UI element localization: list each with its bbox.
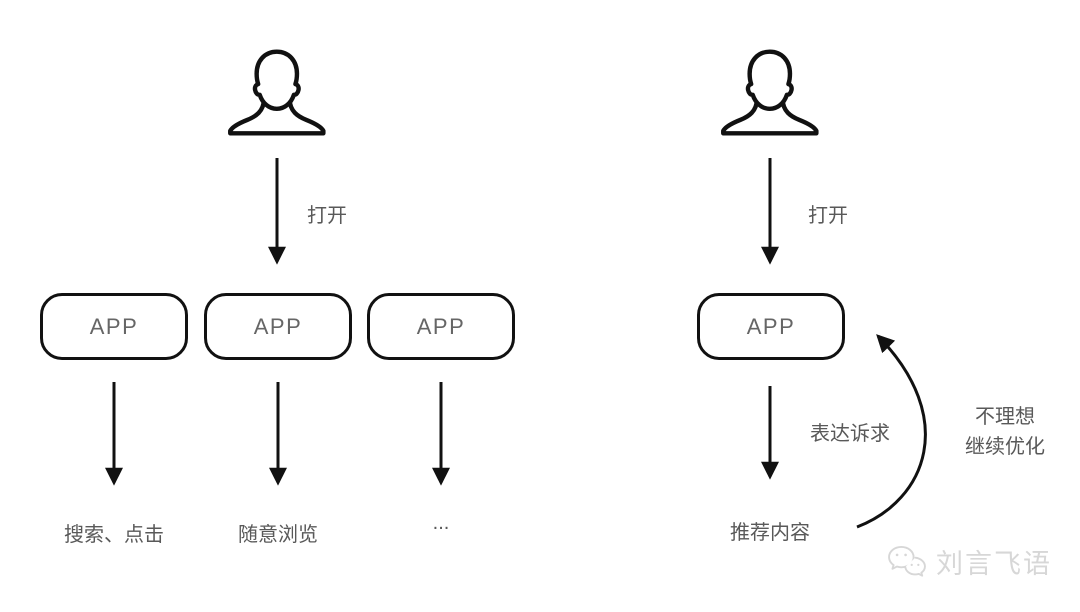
- app-box-1: APP: [40, 293, 188, 360]
- feedback-label: 不理想 继续优化: [958, 402, 1052, 462]
- open-label-right: 打开: [808, 205, 848, 227]
- outcome-label-3: ...: [432, 512, 450, 534]
- demand-label: 表达诉求: [810, 423, 890, 445]
- app-box-2-label: APP: [253, 313, 303, 339]
- app-box-3-label: APP: [416, 313, 466, 339]
- feedback-label-line2: 继续优化: [965, 436, 1045, 458]
- result-label: 推荐内容: [730, 522, 810, 544]
- app-box-2: APP: [204, 293, 352, 360]
- wechat-icon: [888, 545, 926, 577]
- outcome-label-1: 搜索、点击: [64, 524, 164, 546]
- app-box-3: APP: [367, 293, 515, 360]
- feedback-label-line1: 不理想: [975, 406, 1035, 428]
- watermark-text: 刘言飞语: [936, 549, 1052, 579]
- watermark: 刘言飞语: [886, 542, 1052, 581]
- app-box-1-label: APP: [89, 313, 139, 339]
- app-box-right: APP: [697, 293, 845, 360]
- app-box-right-label: APP: [746, 313, 796, 339]
- outcome-label-2: 随意浏览: [238, 524, 318, 546]
- user-icon-right: [721, 49, 819, 136]
- user-icon-left: [228, 49, 326, 136]
- open-label-left: 打开: [307, 205, 347, 227]
